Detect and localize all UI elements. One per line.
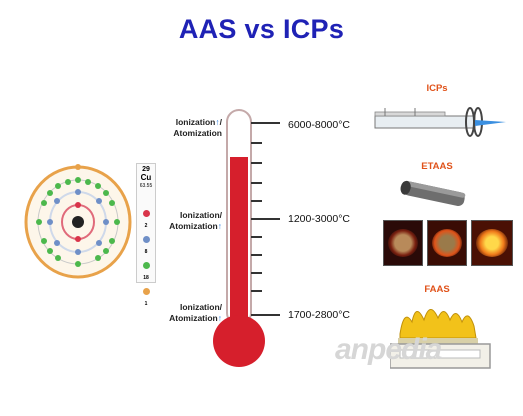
- temperature-icp: 6000-8000°C: [288, 119, 350, 131]
- element-card: 29 Cu 63.55 2 8 18 1: [136, 163, 156, 307]
- stage-label-etaas: Ionization/ Atomization↑: [169, 210, 222, 231]
- element-atomic-number: 29: [142, 166, 150, 173]
- technique-label-icp: ICPs: [426, 83, 448, 94]
- shell-count-4: 1: [137, 282, 155, 308]
- technique-label-etaas: ETAAS: [421, 161, 453, 172]
- shell-count-2: 8: [137, 230, 155, 256]
- copper-atom-diagram: [24, 164, 132, 279]
- temperature-faas: 1700-2800°C: [288, 309, 350, 321]
- furnace-image-1: [383, 220, 423, 266]
- thermometer-ticks: [251, 122, 280, 316]
- stage-label-icp: Ionization↑/ Atomization: [173, 117, 222, 138]
- stage-label-faas: Ionization/ Atomization↑: [169, 302, 222, 323]
- watermark: anpedia: [335, 333, 442, 366]
- page-title: AAS vs ICPs: [178, 14, 345, 44]
- shell-count-3: 18: [137, 256, 155, 282]
- element-symbol: Cu: [140, 173, 152, 182]
- electron-dots: [36, 164, 120, 267]
- shell-count-1: 2: [137, 204, 155, 230]
- thermometer: [213, 109, 280, 367]
- thermometer-mercury: [230, 157, 248, 332]
- temperature-etaas: 1200-3000°C: [288, 213, 350, 225]
- furnace-image-2: [427, 220, 467, 266]
- faas-burner-icon: [390, 309, 491, 369]
- icp-torch-icon: [374, 107, 506, 137]
- graphite-tube-icon: [400, 180, 466, 206]
- technique-label-faas: FAAS: [424, 284, 450, 295]
- furnace-image-3: [471, 220, 513, 266]
- element-mass: 63.55: [139, 183, 153, 189]
- atom-nucleus: [72, 216, 84, 228]
- thermometer-bulb: [213, 315, 265, 367]
